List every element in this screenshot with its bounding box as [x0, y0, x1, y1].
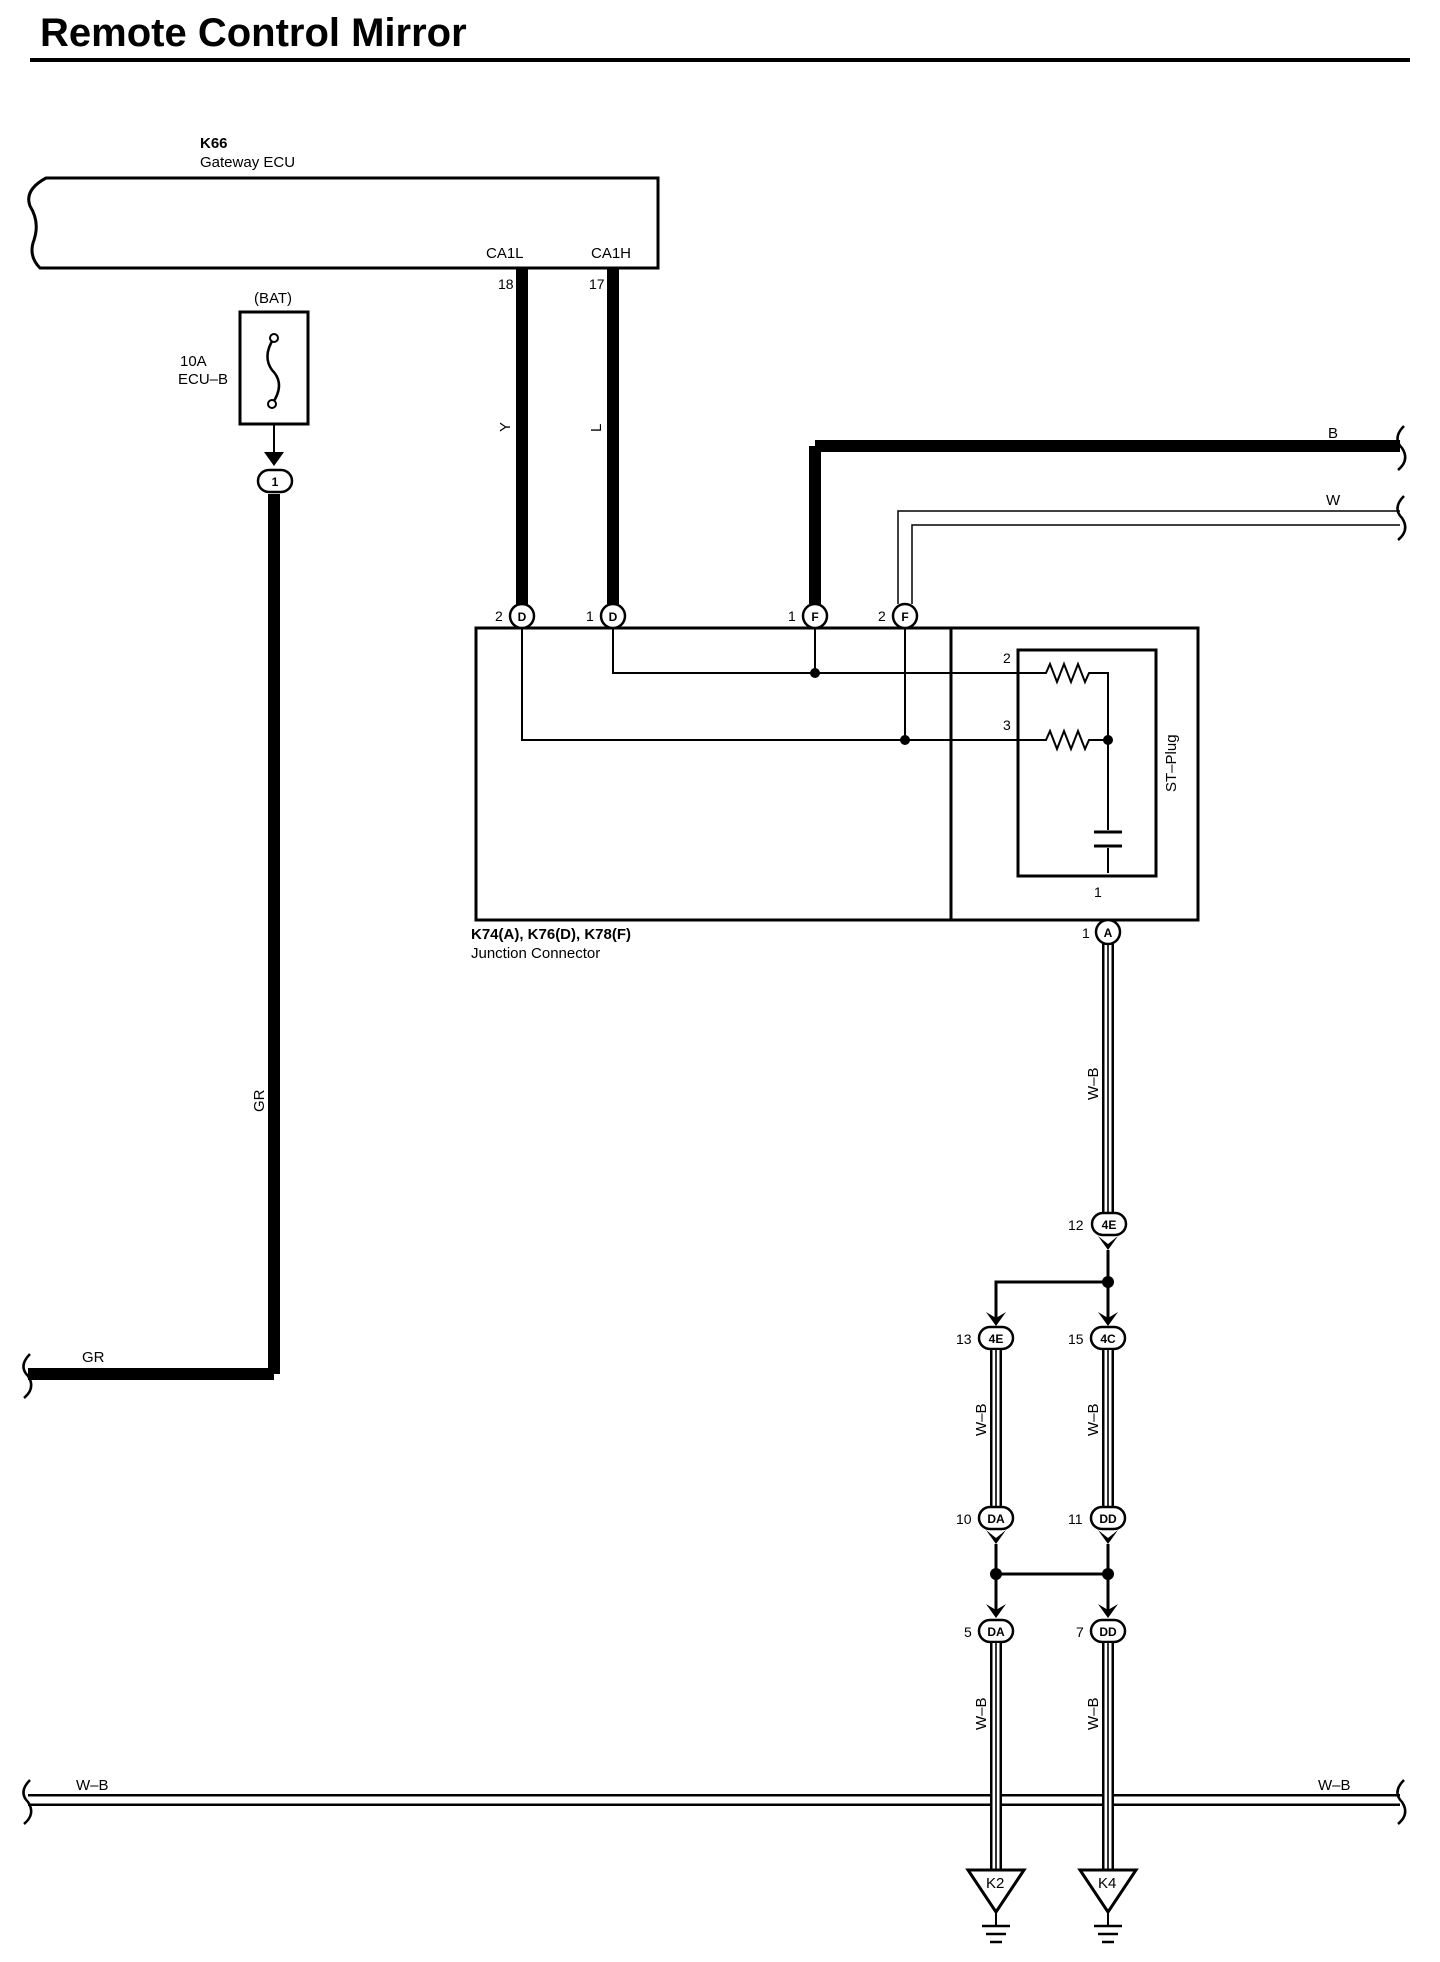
page-title: Remote Control Mirror — [40, 11, 467, 55]
junction-pin-1d: 1 D — [586, 602, 627, 630]
connector-11-code: DD — [1099, 1512, 1117, 1526]
resistor-1-icon — [1040, 661, 1109, 873]
wire-gr-label-vertical: GR — [251, 1089, 268, 1112]
connector-5-da: 5 DA — [964, 1618, 1015, 1644]
pin-17-label: 17 — [589, 276, 605, 292]
fuse-element-icon — [266, 337, 281, 405]
junction-codes-label: K74(A), K76(D), K78(F) — [471, 926, 631, 943]
st-plug-pin-2: 2 — [1003, 650, 1011, 666]
fuse-name-label: ECU–B — [178, 371, 228, 388]
wire-b: B — [809, 425, 1407, 604]
wire-wb-bus: W–B W–B — [22, 1777, 1407, 1825]
fuse-source-label: (BAT) — [254, 290, 292, 307]
connector-7-code: DD — [1099, 1625, 1117, 1639]
connector-1a-code: A — [1104, 926, 1113, 940]
connector-12-code: 4E — [1102, 1218, 1117, 1232]
junction-name-label: Junction Connector — [471, 945, 600, 962]
connector-1a: 1 A — [1082, 918, 1122, 946]
fuse-rating-label: 10A — [180, 353, 207, 370]
wire-wb-main: W–B — [1085, 944, 1114, 1212]
connector-11-num: 11 — [1068, 1511, 1083, 1527]
connector-10-code: DA — [987, 1512, 1005, 1526]
junction-pin-2f-code: F — [901, 610, 908, 624]
connector-13-num: 13 — [956, 1331, 972, 1347]
pin-18-label: 18 — [498, 276, 514, 292]
junction-pin-1d-code: D — [609, 610, 618, 624]
wire-wb-middle: W–B W–B — [973, 1350, 1114, 1506]
junction-pin-2d-num: 2 — [495, 608, 503, 624]
gateway-ecu: K66 Gateway ECU CA1L CA1H 18 17 — [27, 135, 660, 292]
connector-1-label: 1 — [272, 475, 279, 489]
branch-lower — [986, 1530, 1118, 1618]
branch-upper — [986, 1250, 1118, 1326]
connector-10-num: 10 — [956, 1511, 972, 1527]
wire-y-label: Y — [497, 422, 514, 432]
wire-y: Y — [497, 268, 528, 604]
wire-gr: 1 GR GR — [22, 424, 294, 1399]
junction-pin-2f-num: 2 — [878, 608, 886, 624]
wire-wb-lower-left-label: W–B — [973, 1697, 990, 1730]
connector-7-num: 7 — [1076, 1624, 1084, 1640]
wire-wb-lower-right-label: W–B — [1085, 1697, 1102, 1730]
connector-1a-num: 1 — [1082, 925, 1090, 941]
junction-pin-2d: 2 D — [495, 602, 536, 630]
connector-15-code: 4C — [1100, 1332, 1116, 1346]
connector-13-code: 4E — [989, 1332, 1004, 1346]
capacitor-icon — [1094, 830, 1122, 848]
wire-w: W — [897, 492, 1407, 604]
wire-wb-bus-right-label: W–B — [1318, 1777, 1351, 1794]
connector-5-num: 5 — [964, 1624, 972, 1640]
st-plug-pin-3: 3 — [1003, 717, 1011, 733]
wire-l-label: L — [588, 424, 605, 432]
pin-ca1h-label: CA1H — [591, 245, 631, 262]
fuse-ecu-b: (BAT) 10A ECU–B — [178, 290, 310, 426]
junction-pin-1f-num: 1 — [788, 608, 796, 624]
ground-k2: K2 — [965, 1868, 1027, 1944]
wire-wb-left-label: W–B — [973, 1403, 990, 1436]
wire-wb-lower: W–B W–B — [973, 1643, 1114, 1872]
junction-pin-1f-code: F — [811, 610, 818, 624]
wire-wb-top-label: W–B — [1085, 1067, 1102, 1100]
connector-15-4c: 15 4C — [1068, 1325, 1127, 1351]
wire-l: L — [588, 268, 619, 604]
connector-11-dd: 11 DD — [1068, 1505, 1127, 1531]
junction-pin-1d-num: 1 — [586, 608, 594, 624]
st-plug-pin-1: 1 — [1094, 884, 1102, 900]
connector-15-num: 15 — [1068, 1331, 1084, 1347]
connector-7-dd: 7 DD — [1076, 1618, 1127, 1644]
st-plug-label: ST–Plug — [1163, 734, 1180, 792]
resistor-2-icon — [1040, 728, 1108, 752]
wire-b-label: B — [1328, 425, 1338, 442]
junction-pin-1f: 1 F — [788, 602, 829, 630]
junction-pin-2f: 2 F — [878, 602, 919, 630]
connector-12-num: 12 — [1068, 1217, 1084, 1233]
wire-gr-label-bottom: GR — [82, 1349, 105, 1366]
ground-k4-label: K4 — [1098, 1875, 1116, 1892]
ground-k2-label: K2 — [986, 1875, 1004, 1892]
gateway-name: Gateway ECU — [200, 154, 295, 171]
connector-13-4e: 13 4E — [956, 1325, 1015, 1351]
wire-wb-right-label: W–B — [1085, 1403, 1102, 1436]
junction-pin-2d-code: D — [518, 610, 527, 624]
connector-1 — [256, 468, 294, 494]
wire-w-label: W — [1326, 492, 1341, 509]
gateway-code: K66 — [200, 135, 228, 152]
wire-wb-bus-left-label: W–B — [76, 1777, 109, 1794]
connector-10-da: 10 DA — [956, 1505, 1015, 1531]
pin-ca1l-label: CA1L — [486, 245, 524, 262]
connector-5-code: DA — [987, 1625, 1005, 1639]
connector-12-4e: 12 4E — [1068, 1211, 1128, 1250]
ground-k4: K4 — [1077, 1868, 1139, 1944]
junction-connector: K74(A), K76(D), K78(F) Junction Connecto… — [471, 626, 1200, 962]
st-plug: 2 3 ST–Plug 1 — [1003, 648, 1180, 900]
